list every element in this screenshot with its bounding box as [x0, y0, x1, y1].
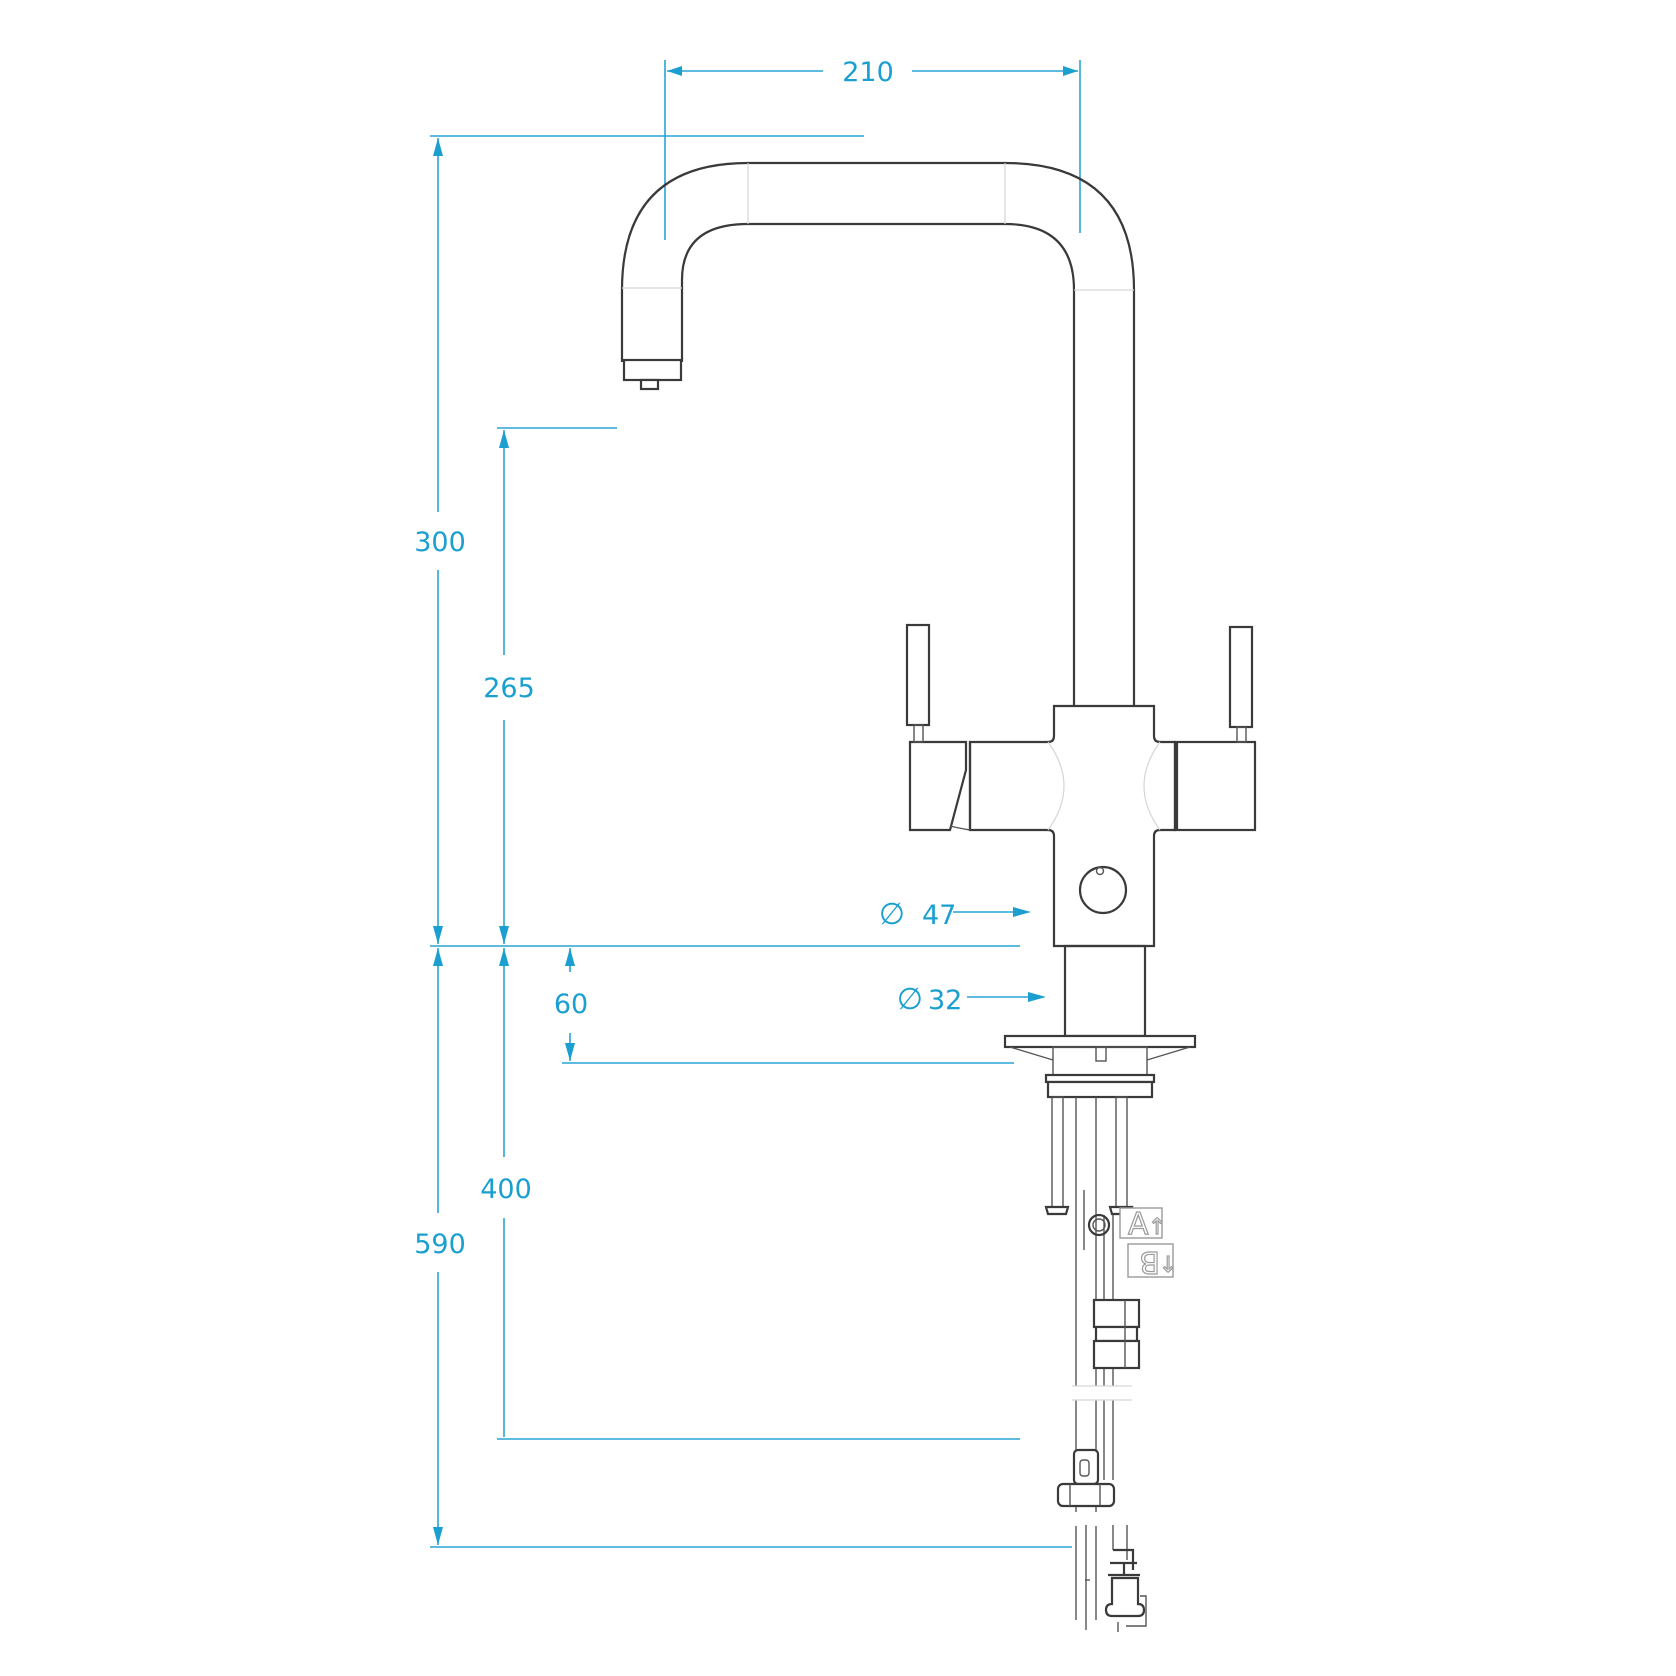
- dimension-labels: 210 300 265 60 400 590 ∅ 47 ∅ 32: [414, 57, 962, 1260]
- indicator-dial: [1078, 865, 1128, 915]
- dim-300-label: 300: [414, 527, 466, 558]
- right-lever[interactable]: [1228, 625, 1254, 729]
- connection-labels: A ↑ B ↓: [1119, 1206, 1178, 1280]
- dim-265-label: 265: [483, 673, 535, 704]
- arrow-up-icon: ↑: [1148, 1215, 1166, 1240]
- dimension-lines: [430, 60, 1081, 1548]
- dim-590-label: 590: [414, 1229, 466, 1260]
- tap-body: [908, 704, 1257, 948]
- diameter-symbol-icon: ∅: [879, 897, 905, 932]
- base-mount: [1003, 944, 1197, 1620]
- dim-32-label: 32: [928, 985, 962, 1016]
- handles: [905, 623, 1254, 743]
- dim-210-label: 210: [842, 57, 894, 88]
- svg-text:B: B: [1139, 1244, 1160, 1279]
- dim-400-label: 400: [480, 1174, 532, 1205]
- hose-fittings: [1050, 1298, 1147, 1632]
- svg-text:A: A: [1128, 1207, 1149, 1242]
- arrow-down-icon: ↓: [1159, 1253, 1177, 1278]
- spout: [620, 161, 1136, 706]
- aerator: [622, 358, 683, 382]
- dim-47-label: 47: [922, 900, 956, 931]
- connection-label-a: [1119, 1207, 1163, 1239]
- diameter-symbol-icon: ∅: [897, 982, 923, 1017]
- left-lever[interactable]: [905, 623, 931, 727]
- dim-60-label: 60: [554, 989, 588, 1020]
- connection-label-b: [1127, 1243, 1174, 1278]
